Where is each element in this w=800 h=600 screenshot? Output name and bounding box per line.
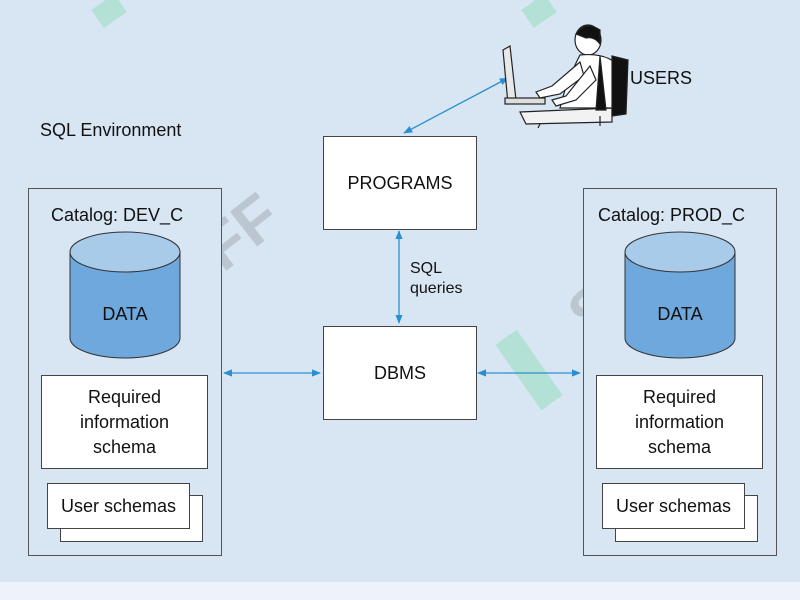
information-schema-box: Required information schema <box>596 375 763 469</box>
schema-line: information <box>634 411 725 432</box>
data-label: DATA <box>657 304 703 324</box>
user-schemas-box: User schemas <box>47 483 190 529</box>
programs-label: PROGRAMS <box>347 172 453 193</box>
catalog-title: Catalog: PROD_C <box>598 205 746 225</box>
schema-line: information <box>79 411 170 432</box>
user-at-computer-icon <box>502 24 629 129</box>
users-label: USERS <box>630 68 693 88</box>
sql-queries-label: SQL queries <box>410 259 462 299</box>
sql-queries-line: queries <box>410 280 463 297</box>
user-schemas-label: User schemas <box>60 495 177 516</box>
users-programs-arrow <box>403 77 509 134</box>
schema-line: schema <box>647 436 711 457</box>
database-cylinder-icon <box>69 231 181 359</box>
dbms-label: DBMS <box>373 362 426 383</box>
watermark-mark <box>521 0 557 29</box>
user-schemas-box: User schemas <box>602 483 745 529</box>
dbms-box: DBMS <box>323 326 477 420</box>
sql-queries-line: SQL <box>410 260 443 277</box>
schema-line: Required <box>642 386 717 407</box>
information-schema-box: Required information schema <box>41 375 208 469</box>
schema-line: Required <box>87 386 162 407</box>
watermark-mark <box>91 0 127 29</box>
user-schemas-label: User schemas <box>615 495 732 516</box>
database-cylinder-icon <box>624 231 736 359</box>
bottom-strip <box>0 582 800 600</box>
schema-line: schema <box>92 436 156 457</box>
data-label: DATA <box>102 304 148 324</box>
catalog-title: Catalog: DEV_C <box>51 205 184 225</box>
programs-box: PROGRAMS <box>323 136 477 230</box>
environment-label: SQL Environment <box>40 120 182 140</box>
